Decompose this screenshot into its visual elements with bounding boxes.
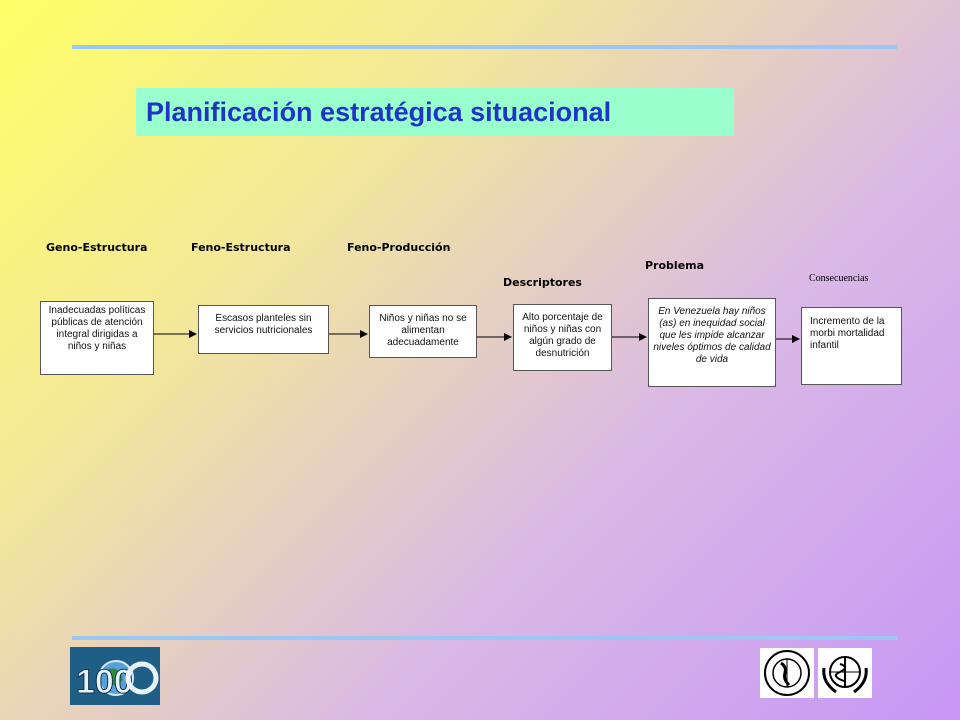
centenary-100-logo: 100 xyxy=(70,647,160,705)
stage-label-feno-produccion: Feno-Producción xyxy=(347,241,451,254)
stage-label-descriptores: Descriptores xyxy=(503,276,582,289)
box-geno-estructura: Inadecuadas políticas públicas de atenci… xyxy=(40,301,154,375)
stage-label-consecuencias: Consecuencias xyxy=(809,273,869,284)
paho-emblem xyxy=(760,648,814,698)
stage-label-feno-estructura: Feno-Estructura xyxy=(191,241,291,254)
bottom-divider xyxy=(72,636,897,640)
who-emblem xyxy=(818,648,872,698)
box-descriptores: Alto porcentaje de niños y niñas con alg… xyxy=(513,304,612,371)
top-divider xyxy=(72,45,897,49)
stage-label-problema: Problema xyxy=(645,259,705,272)
title-banner: Planificación estratégica situacional xyxy=(136,88,734,136)
stage-label-geno: Geno-Estructura xyxy=(46,241,148,254)
box-feno-estructura: Escasos planteles sin servicios nutricio… xyxy=(198,305,329,354)
box-consecuencias: Incremento de la morbi mortalidad infant… xyxy=(801,307,902,385)
box-problema: En Venezuela hay niños (as) en inequidad… xyxy=(648,298,776,387)
box-feno-produccion: Niños y niñas no se alimentan adecuadame… xyxy=(369,305,477,358)
page-title: Planificación estratégica situacional xyxy=(146,96,612,127)
svg-text:100: 100 xyxy=(76,663,133,701)
